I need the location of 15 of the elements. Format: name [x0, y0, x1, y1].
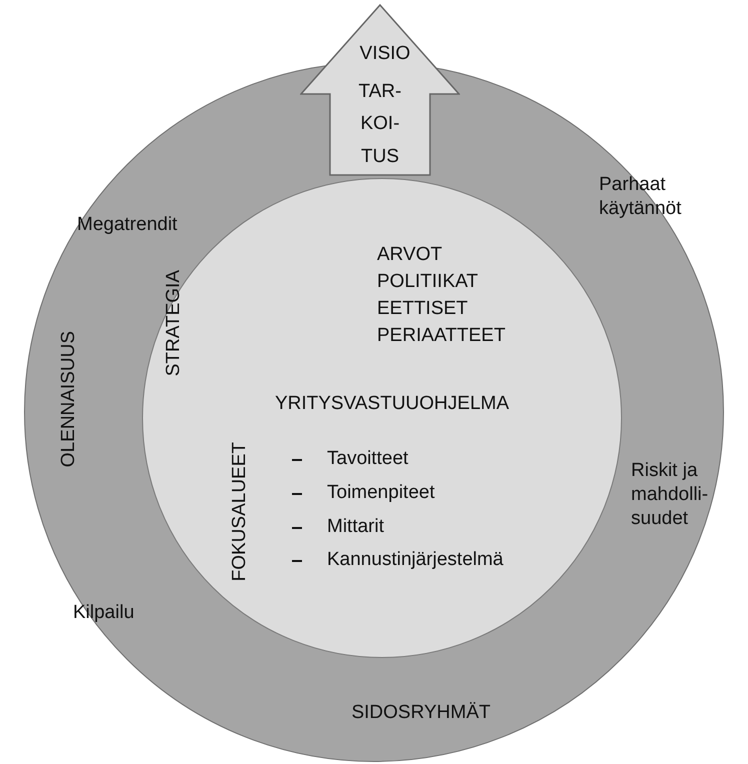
ring-label: Riskit ja mahdolli-suudet	[631, 459, 710, 530]
ring-label: OLENNAISUUS	[57, 331, 80, 468]
vertical-label: STRATEGIA	[162, 270, 185, 376]
list-item: Mittarit	[327, 515, 385, 539]
arrow-label: TAR-KOI-TUS	[358, 80, 402, 169]
circle-heading: YRITYSVASTUUOHJELMA	[274, 392, 510, 416]
vertical-label: FOKUSALUEET	[228, 442, 251, 582]
ring-label: SIDOSRYHMÄT	[350, 701, 492, 725]
values-text: ARVOT POLITIIKAT EETTISET PERIAATTEET	[377, 243, 506, 348]
list-item: Kannustinjärjestelmä	[327, 548, 504, 572]
list-item: Tavoitteet	[327, 447, 410, 471]
arrow-label: VISIO	[358, 42, 412, 66]
list-item: Toimenpiteet	[327, 481, 436, 505]
ring-label: Megatrendit	[77, 213, 178, 237]
arrow-shape	[300, 4, 460, 176]
